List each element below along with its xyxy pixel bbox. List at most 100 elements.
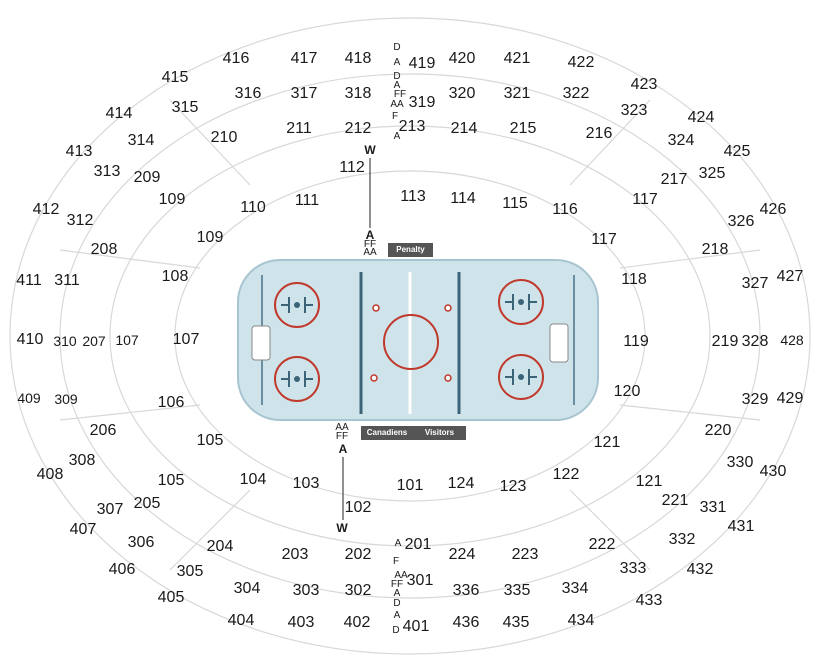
section-104[interactable]: 104 — [239, 471, 267, 488]
section-223[interactable]: 223 — [511, 546, 539, 563]
section-307[interactable]: 307 — [96, 501, 124, 518]
section-101[interactable]: 101 — [396, 477, 424, 494]
section-109[interactable]: 109 — [158, 191, 186, 208]
section-121[interactable]: 121 — [593, 434, 621, 451]
section-216[interactable]: 216 — [585, 125, 613, 142]
section-330[interactable]: 330 — [726, 454, 754, 471]
section-403[interactable]: 403 — [287, 614, 315, 631]
section-424[interactable]: 424 — [687, 109, 715, 126]
section-416[interactable]: 416 — [222, 50, 250, 67]
section-428[interactable]: 428 — [780, 332, 804, 348]
section-202[interactable]: 202 — [344, 546, 372, 563]
section-319[interactable]: 319 — [408, 94, 436, 111]
section-217[interactable]: 217 — [660, 171, 688, 188]
section-431[interactable]: 431 — [727, 518, 755, 535]
section-113[interactable]: 113 — [400, 188, 426, 205]
section-210[interactable]: 210 — [210, 129, 238, 146]
section-209[interactable]: 209 — [133, 169, 161, 186]
section-213[interactable]: 213 — [398, 118, 426, 135]
section-103[interactable]: 103 — [292, 475, 320, 492]
section-423[interactable]: 423 — [630, 76, 658, 93]
section-433[interactable]: 433 — [635, 592, 663, 609]
section-432[interactable]: 432 — [686, 561, 714, 578]
section-224[interactable]: 224 — [448, 546, 476, 563]
section-425[interactable]: 425 — [723, 143, 751, 160]
section-310[interactable]: 310 — [53, 333, 77, 349]
section-102[interactable]: 102 — [344, 499, 372, 516]
section-427[interactable]: 427 — [776, 268, 804, 285]
section-435[interactable]: 435 — [502, 614, 530, 631]
section-214[interactable]: 214 — [450, 120, 478, 137]
section-306[interactable]: 306 — [127, 534, 155, 551]
section-436[interactable]: 436 — [452, 614, 480, 631]
section-221[interactable]: 221 — [661, 492, 689, 509]
section-203[interactable]: 203 — [281, 546, 309, 563]
section-117[interactable]: 117 — [632, 191, 658, 208]
section-324[interactable]: 324 — [667, 132, 695, 149]
section-412[interactable]: 412 — [32, 201, 60, 218]
section-305[interactable]: 305 — [176, 563, 204, 580]
section-414[interactable]: 414 — [105, 105, 133, 122]
section-218[interactable]: 218 — [701, 241, 729, 258]
section-219[interactable]: 219 — [711, 333, 739, 350]
section-112[interactable]: 112 — [339, 159, 365, 176]
section-417[interactable]: 417 — [290, 50, 318, 67]
section-426[interactable]: 426 — [759, 201, 787, 218]
section-320[interactable]: 320 — [448, 85, 476, 102]
section-418[interactable]: 418 — [344, 50, 372, 67]
section-303[interactable]: 303 — [292, 582, 320, 599]
section-201[interactable]: 201 — [404, 536, 432, 553]
section-117[interactable]: 117 — [591, 231, 617, 248]
section-408[interactable]: 408 — [36, 466, 64, 483]
section-304[interactable]: 304 — [233, 580, 261, 597]
section-220[interactable]: 220 — [704, 422, 732, 439]
section-312[interactable]: 312 — [66, 212, 94, 229]
section-206[interactable]: 206 — [89, 422, 117, 439]
section-315[interactable]: 315 — [171, 99, 199, 116]
section-422[interactable]: 422 — [567, 54, 595, 71]
section-409[interactable]: 409 — [17, 390, 41, 406]
section-119[interactable]: 119 — [623, 333, 649, 350]
section-434[interactable]: 434 — [567, 612, 595, 629]
section-405[interactable]: 405 — [157, 589, 185, 606]
section-208[interactable]: 208 — [90, 241, 118, 258]
section-222[interactable]: 222 — [588, 536, 616, 553]
section-429[interactable]: 429 — [776, 390, 804, 407]
section-318[interactable]: 318 — [344, 85, 372, 102]
section-111[interactable]: 111 — [294, 192, 320, 209]
section-411[interactable]: 411 — [16, 272, 42, 289]
section-105[interactable]: 105 — [196, 432, 224, 449]
section-407[interactable]: 407 — [69, 521, 97, 538]
section-122[interactable]: 122 — [552, 466, 580, 483]
section-329[interactable]: 329 — [741, 391, 769, 408]
section-321[interactable]: 321 — [503, 85, 531, 102]
section-331[interactable]: 331 — [699, 499, 727, 516]
section-309[interactable]: 309 — [54, 391, 78, 407]
section-311[interactable]: 311 — [54, 272, 80, 289]
section-121[interactable]: 121 — [635, 473, 663, 490]
section-301[interactable]: 301 — [406, 572, 434, 589]
section-204[interactable]: 204 — [206, 538, 234, 555]
section-207[interactable]: 207 — [82, 333, 106, 349]
section-336[interactable]: 336 — [452, 582, 480, 599]
section-120[interactable]: 120 — [613, 383, 641, 400]
section-124[interactable]: 124 — [447, 475, 475, 492]
section-313[interactable]: 313 — [93, 163, 121, 180]
section-404[interactable]: 404 — [227, 612, 255, 629]
section-123[interactable]: 123 — [499, 478, 527, 495]
section-108[interactable]: 108 — [161, 268, 189, 285]
section-415[interactable]: 415 — [161, 69, 189, 86]
section-215[interactable]: 215 — [509, 120, 537, 137]
section-314[interactable]: 314 — [127, 132, 155, 149]
section-402[interactable]: 402 — [343, 614, 371, 631]
section-107[interactable]: 107 — [172, 331, 200, 348]
section-406[interactable]: 406 — [108, 561, 136, 578]
section-211[interactable]: 211 — [286, 120, 312, 137]
section-212[interactable]: 212 — [344, 120, 372, 137]
section-326[interactable]: 326 — [727, 213, 755, 230]
section-114[interactable]: 114 — [450, 190, 476, 207]
section-328[interactable]: 328 — [741, 333, 769, 350]
section-317[interactable]: 317 — [290, 85, 318, 102]
section-332[interactable]: 332 — [668, 531, 696, 548]
section-205[interactable]: 205 — [133, 495, 161, 512]
